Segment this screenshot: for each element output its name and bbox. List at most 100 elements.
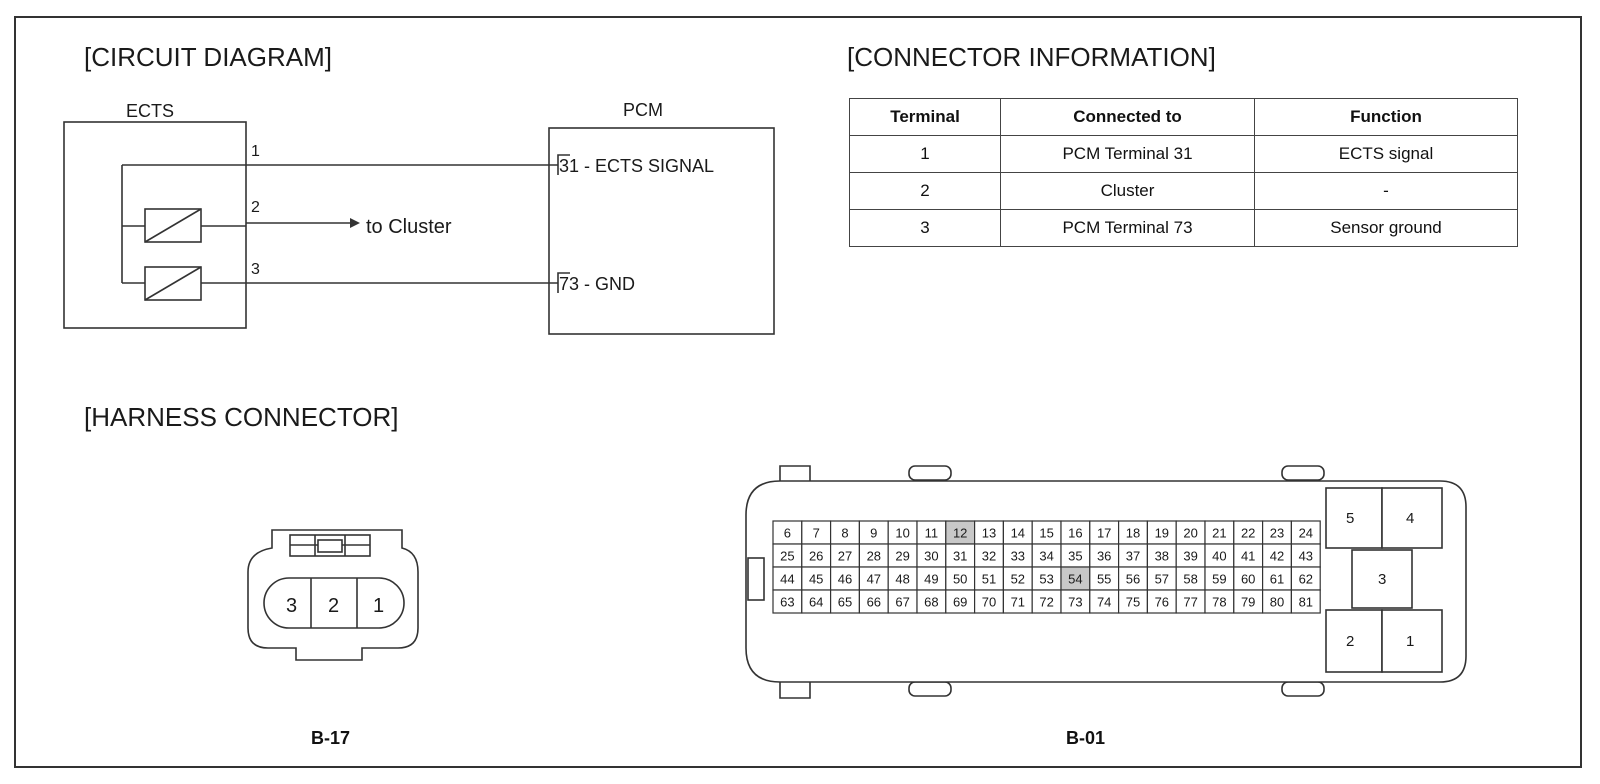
b01-pin-label: 57	[1155, 572, 1169, 587]
b17-pin: 1	[373, 595, 384, 617]
b01-pin-label: 68	[924, 595, 938, 610]
b01-pin-label: 36	[1097, 549, 1111, 564]
b01-pin-label: 67	[895, 595, 909, 610]
b01-pin-label: 58	[1183, 572, 1197, 587]
b01-pin-label: 38	[1155, 549, 1169, 564]
pcm-terminal-31-label: 31 - ECTS SIGNAL	[559, 156, 714, 176]
to-cluster-label: to Cluster	[366, 216, 452, 238]
b01-pin-label: 55	[1097, 572, 1111, 587]
b01-pin-label: 15	[1039, 526, 1053, 541]
table-header-connected-to: Connected to	[1000, 98, 1255, 136]
b01-pin-label: 70	[982, 595, 996, 610]
b01-pin-label: 61	[1270, 572, 1284, 587]
b01-pin-label: 75	[1126, 595, 1140, 610]
b01-pin-label: 32	[982, 549, 996, 564]
b01-large-pin: 1	[1406, 633, 1414, 650]
b01-pin-label: 12	[953, 526, 967, 541]
table-row: 3 PCM Terminal 73 Sensor ground	[849, 209, 1518, 247]
b01-pin-cell	[1290, 589, 1321, 614]
b01-pin-label: 40	[1212, 549, 1226, 564]
b17-pin-face	[263, 577, 405, 629]
b01-pin-label: 48	[895, 572, 909, 587]
table-row: 1 PCM Terminal 31 ECTS signal	[849, 135, 1518, 173]
ects-pin-3: 3	[251, 261, 260, 278]
b01-pin-label: 71	[1011, 595, 1025, 610]
b01-pin-label: 45	[809, 572, 823, 587]
b01-pin-label: 25	[780, 549, 794, 564]
b01-pin-label: 23	[1270, 526, 1284, 541]
b01-caption: B-01	[1066, 728, 1106, 748]
b01-pin-label: 24	[1299, 526, 1313, 541]
b01-pin-label: 53	[1039, 572, 1053, 587]
b01-pin-label: 65	[838, 595, 852, 610]
connector-info-table: Terminal Connected to Function 1 PCM Ter…	[849, 98, 1518, 247]
b01-pin-label: 17	[1097, 526, 1111, 541]
b01-pin-label: 8	[841, 526, 848, 541]
b01-pin-label: 18	[1126, 526, 1140, 541]
table-cell: PCM Terminal 73	[1000, 209, 1255, 247]
b01-pin-label: 16	[1068, 526, 1082, 541]
b01-pin-label: 34	[1039, 549, 1053, 564]
b01-pin-label: 52	[1011, 572, 1025, 587]
b01-pin-label: 66	[867, 595, 881, 610]
b01-pin-label: 44	[780, 572, 794, 587]
b01-pin-label: 28	[867, 549, 881, 564]
table-header-row: Terminal Connected to Function	[849, 98, 1518, 136]
b01-pin-label: 60	[1241, 572, 1255, 587]
b01-pin-label: 7	[813, 526, 820, 541]
ects-pin-1: 1	[251, 143, 260, 160]
b01-pin-label: 72	[1039, 595, 1053, 610]
b01-pin-label: 27	[838, 549, 852, 564]
b01-pin-label: 63	[780, 595, 794, 610]
b01-pin-label: 81	[1299, 595, 1313, 610]
b01-pin-label: 9	[870, 526, 877, 541]
b01-pin-label: 10	[895, 526, 909, 541]
b01-large-pin: 3	[1378, 571, 1386, 588]
b01-pin-label: 31	[953, 549, 967, 564]
b01-large-pin: 2	[1346, 633, 1354, 650]
b01-pin-label: 56	[1126, 572, 1140, 587]
b01-large-pin: 5	[1346, 510, 1354, 527]
pcm-terminal-73-label: 73 - GND	[559, 274, 635, 294]
b17-pin: 3	[286, 595, 297, 617]
table-header-function: Function	[1254, 98, 1518, 136]
connector-info-title: [CONNECTOR INFORMATION]	[847, 42, 1216, 72]
b01-pin-label: 33	[1011, 549, 1025, 564]
b01-pin-label: 77	[1183, 595, 1197, 610]
b01-pin-label: 59	[1212, 572, 1226, 587]
b01-pin-label: 29	[895, 549, 909, 564]
b01-pin-label: 51	[982, 572, 996, 587]
b01-pin-label: 42	[1270, 549, 1284, 564]
b01-pin-label: 54	[1068, 572, 1082, 587]
pcm-box	[548, 127, 775, 335]
b17-caption: B-17	[311, 728, 351, 748]
b01-pin-label: 19	[1155, 526, 1169, 541]
b01-pin-label: 37	[1126, 549, 1140, 564]
b01-pin-label: 73	[1068, 595, 1082, 610]
harness-connector-title: [HARNESS CONNECTOR]	[84, 402, 399, 432]
b01-pin-label: 49	[924, 572, 938, 587]
b01-pin-label: 13	[982, 526, 996, 541]
b01-pin-label: 35	[1068, 549, 1082, 564]
b01-pin-label: 43	[1299, 549, 1313, 564]
b01-pin-label: 50	[953, 572, 967, 587]
b01-pin-label: 69	[953, 595, 967, 610]
table-cell: 2	[849, 172, 1001, 210]
b01-pin-label: 14	[1011, 526, 1025, 541]
b01-pin-label: 41	[1241, 549, 1255, 564]
b01-pin-label: 6	[784, 526, 791, 541]
b01-side-key	[747, 557, 765, 601]
table-row: 2 Cluster -	[849, 172, 1518, 210]
b01-pin-label: 21	[1212, 526, 1226, 541]
ects-label: ECTS	[126, 101, 174, 121]
b01-pin-label: 39	[1183, 549, 1197, 564]
b01-pin-label: 79	[1241, 595, 1255, 610]
table-cell: Cluster	[1000, 172, 1255, 210]
table-cell: Sensor ground	[1254, 209, 1518, 247]
b01-pin-label: 78	[1212, 595, 1226, 610]
table-cell: ECTS signal	[1254, 135, 1518, 173]
circuit-diagram-title: [CIRCUIT DIAGRAM]	[84, 42, 332, 72]
ects-box	[63, 121, 247, 329]
